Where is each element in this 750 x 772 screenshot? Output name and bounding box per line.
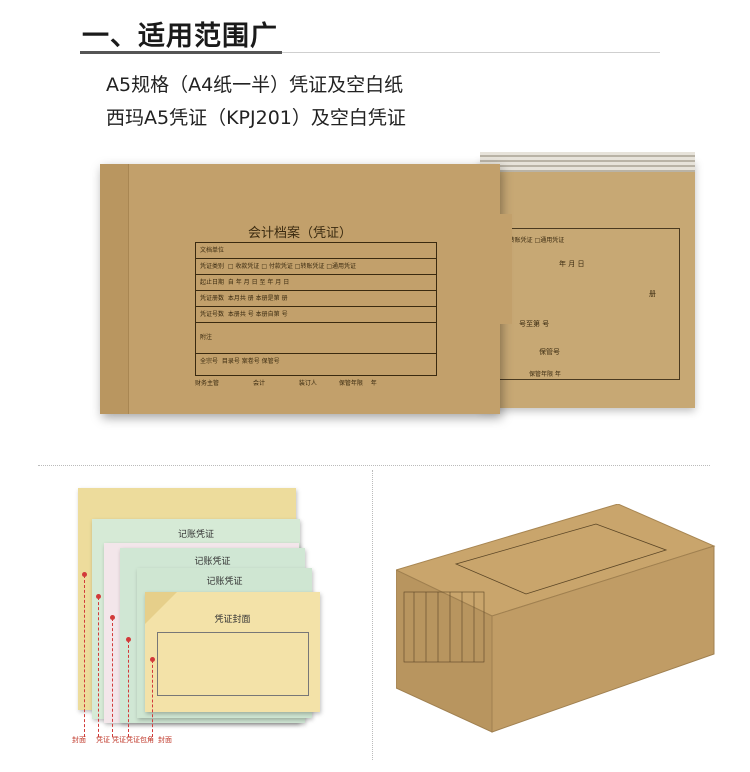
row-value: 本册共 号 本册自第 号	[227, 311, 288, 318]
pointer-line	[98, 597, 99, 737]
pointer-dot	[126, 637, 131, 642]
footer-label: 财务主管	[195, 380, 220, 387]
pointer-line	[128, 640, 129, 737]
footer-label: 年	[370, 380, 377, 387]
form-footer: 财务主管 会计 装订人 保管年限 年	[195, 378, 435, 387]
voucher-title: 记账凭证	[177, 530, 214, 540]
form-row: 全宗号 目录号 案卷号 保管号	[196, 354, 436, 369]
title-rule	[80, 52, 660, 53]
pointer-dot	[96, 594, 101, 599]
back-row-2: 册	[649, 290, 656, 298]
back-row-3: 号至第 号	[519, 320, 550, 328]
back-insert: □转账凭证 □通用凭证 年 月 日 册 号至第 号 保管号 保管年限 年	[480, 152, 695, 408]
pointer-dot	[150, 657, 155, 662]
form-title: 会计档案（凭证）	[247, 226, 352, 241]
main-box-front: 会计档案（凭证） 文档单位 凭证类别 □ 收款凭证 □ 付款凭证 □转账凭证 □…	[100, 164, 512, 414]
form-row: 文档单位	[196, 243, 436, 259]
vertical-divider	[372, 470, 373, 760]
page-title: 一、适用范围广	[82, 21, 278, 52]
row-label: 附注	[200, 334, 213, 341]
footer-label: 装订人	[298, 380, 317, 387]
form-row: 凭证号数 本册共 号 本册自第 号	[196, 307, 436, 323]
box-side-face	[491, 545, 715, 733]
row-value: 本月共 册 本册是第 册	[227, 295, 288, 302]
part-label: 凭证包角	[126, 736, 154, 744]
voucher-cover-sheet: 凭证封面	[145, 592, 320, 712]
back-row-0: □转账凭证 □通用凭证	[503, 237, 565, 244]
form-row: 起止日期 自 年 月 日 至 年 月 日	[196, 275, 436, 291]
part-label: 封面	[72, 736, 86, 744]
row-value: 自 年 月 日 至 年 月 日	[227, 279, 290, 286]
box-spine	[100, 164, 129, 414]
thumb-notch	[490, 214, 512, 324]
pointer-line	[112, 618, 113, 737]
form-row: 凭证册数 本月共 册 本册是第 册	[196, 291, 436, 307]
back-insert-form: □转账凭证 □通用凭证 年 月 日 册 号至第 号 保管号 保管年限 年	[498, 228, 680, 380]
back-row-5: 保管年限 年	[529, 371, 561, 378]
horizontal-divider	[38, 465, 710, 466]
part-label: 凭证	[112, 736, 126, 744]
voucher-title: 凭证封面	[214, 615, 251, 625]
corner-fold	[145, 592, 177, 624]
back-row-1: 年 月 日	[559, 260, 585, 268]
paper-stack-edge	[480, 152, 695, 172]
row-label: 凭证册数	[200, 295, 225, 302]
cover-form	[157, 632, 309, 696]
voucher-title: 记账凭证	[194, 557, 231, 567]
subtitle-line-1: A5规格（A4纸一半）凭证及空白纸	[106, 74, 404, 96]
back-row-4: 保管号	[539, 348, 560, 356]
row-value: □ 收款凭证 □ 付款凭证 □转账凭证 □通用凭证	[227, 263, 357, 270]
row-label: 全宗号	[200, 358, 219, 365]
row-label: 文档单位	[200, 247, 225, 254]
row-value: 目录号 案卷号 保管号	[221, 358, 280, 365]
pointer-dot	[110, 615, 115, 620]
pointer-line	[152, 660, 153, 737]
archive-box-image: □转账凭证 □通用凭证 年 月 日 册 号至第 号 保管号 保管年限 年 会计档…	[100, 150, 695, 430]
row-label: 起止日期	[200, 279, 225, 286]
row-label: 凭证号数	[200, 311, 225, 318]
form-row: 附注	[196, 323, 436, 354]
subtitle-line-2: 西玛A5凭证（KPJ201）及空白凭证	[106, 107, 406, 129]
form-row: 凭证类别 □ 收款凭证 □ 付款凭证 □转账凭证 □通用凭证	[196, 259, 436, 275]
title-underline	[80, 51, 282, 54]
part-label: 封面	[158, 736, 172, 744]
pointer-dot	[82, 572, 87, 577]
box-front-grid	[403, 591, 485, 663]
row-label: 凭证类别	[200, 263, 225, 270]
box-top-form	[454, 523, 668, 595]
part-label: 凭证	[96, 736, 110, 744]
voucher-title: 记账凭证	[206, 577, 243, 587]
pointer-line	[84, 575, 85, 737]
footer-label: 会计	[252, 380, 265, 387]
archive-box-3d-image	[396, 504, 716, 733]
voucher-form: 文档单位 凭证类别 □ 收款凭证 □ 付款凭证 □转账凭证 □通用凭证 起止日期…	[195, 242, 437, 376]
footer-label: 保管年限	[338, 380, 363, 387]
